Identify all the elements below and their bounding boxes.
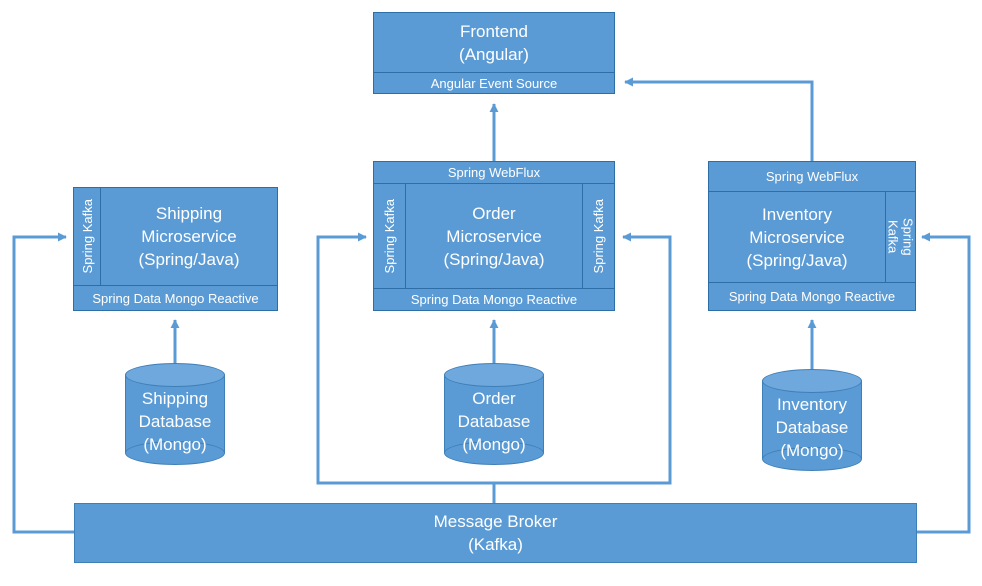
shipping-db-line3: (Mongo) [143, 434, 207, 454]
inventory-microservice-box: Spring WebFlux Inventory Microservice (S… [708, 161, 916, 311]
angular-event-source: Angular Event Source [373, 72, 615, 94]
shipping-db-line1: Shipping [141, 388, 209, 408]
broker-subtitle: (Kafka) [468, 535, 523, 554]
order-microservice-box: Spring WebFlux Spring Kafka Order Micros… [373, 161, 615, 311]
shipping-database-cylinder: Shipping Database (Mongo) [125, 363, 225, 465]
inventory-line3: (Spring/Java) [746, 250, 848, 270]
inventory-db-line2: Database [775, 417, 849, 437]
order-db-line1: Order [472, 388, 516, 408]
order-spring-kafka-left: Spring Kafka [373, 183, 406, 289]
order-db-line3: (Mongo) [462, 434, 526, 454]
order-db-line2: Database [457, 411, 531, 431]
arrow-broker-to-order-right [494, 232, 672, 485]
inventory-spring-data: Spring Data Mongo Reactive [708, 282, 916, 311]
inventory-line2: Microservice [749, 227, 845, 247]
shipping-line2: Microservice [141, 227, 237, 246]
shipping-line1: Shipping [155, 204, 223, 223]
inventory-database-cylinder: Inventory Database (Mongo) [762, 369, 862, 471]
shipping-microservice-box: Spring Kafka Shipping Microservice (Spri… [73, 187, 278, 311]
inventory-microservice-title: Inventory Microservice (Spring/Java) [708, 191, 886, 283]
order-spring-data: Spring Data Mongo Reactive [373, 288, 615, 311]
arrow-broker-to-order-left [316, 232, 494, 485]
shipping-spring-data: Spring Data Mongo Reactive [73, 285, 278, 311]
inventory-kafka-b: Kafka [885, 220, 901, 254]
shipping-microservice-title: Shipping Microservice (Spring/Java) [100, 187, 278, 286]
broker-title: Message Broker [433, 512, 558, 531]
inventory-spring-webflux: Spring WebFlux [708, 161, 916, 192]
order-line1: Order [472, 203, 516, 223]
order-line3: (Spring/Java) [443, 249, 545, 269]
inventory-db-line3: (Mongo) [780, 440, 844, 460]
shipping-db-line2: Database [138, 411, 212, 431]
inventory-db-line1: Inventory [777, 394, 847, 414]
inventory-kafka-a: Spring [900, 218, 916, 256]
arrow-inventory-to-frontend [624, 77, 814, 161]
order-spring-kafka-right: Spring Kafka [582, 183, 615, 289]
frontend-title: Frontend [459, 21, 529, 41]
inventory-line1: Inventory [762, 204, 832, 224]
order-line2: Microservice [446, 226, 542, 246]
frontend-box: Frontend (Angular) Angular Event Source [373, 12, 615, 94]
order-microservice-title: Order Microservice (Spring/Java) [405, 183, 583, 289]
message-broker-box: Message Broker (Kafka) [74, 503, 917, 563]
order-spring-webflux: Spring WebFlux [373, 161, 615, 184]
arrow-broker-to-shipping [12, 232, 75, 534]
arrow-broker-to-inventory [916, 232, 971, 534]
shipping-line3: (Spring/Java) [138, 250, 240, 269]
shipping-spring-kafka: Spring Kafka [73, 187, 101, 286]
frontend-subtitle: (Angular) [459, 44, 529, 64]
frontend-main: Frontend (Angular) [373, 12, 615, 73]
order-database-cylinder: Order Database (Mongo) [444, 363, 544, 465]
